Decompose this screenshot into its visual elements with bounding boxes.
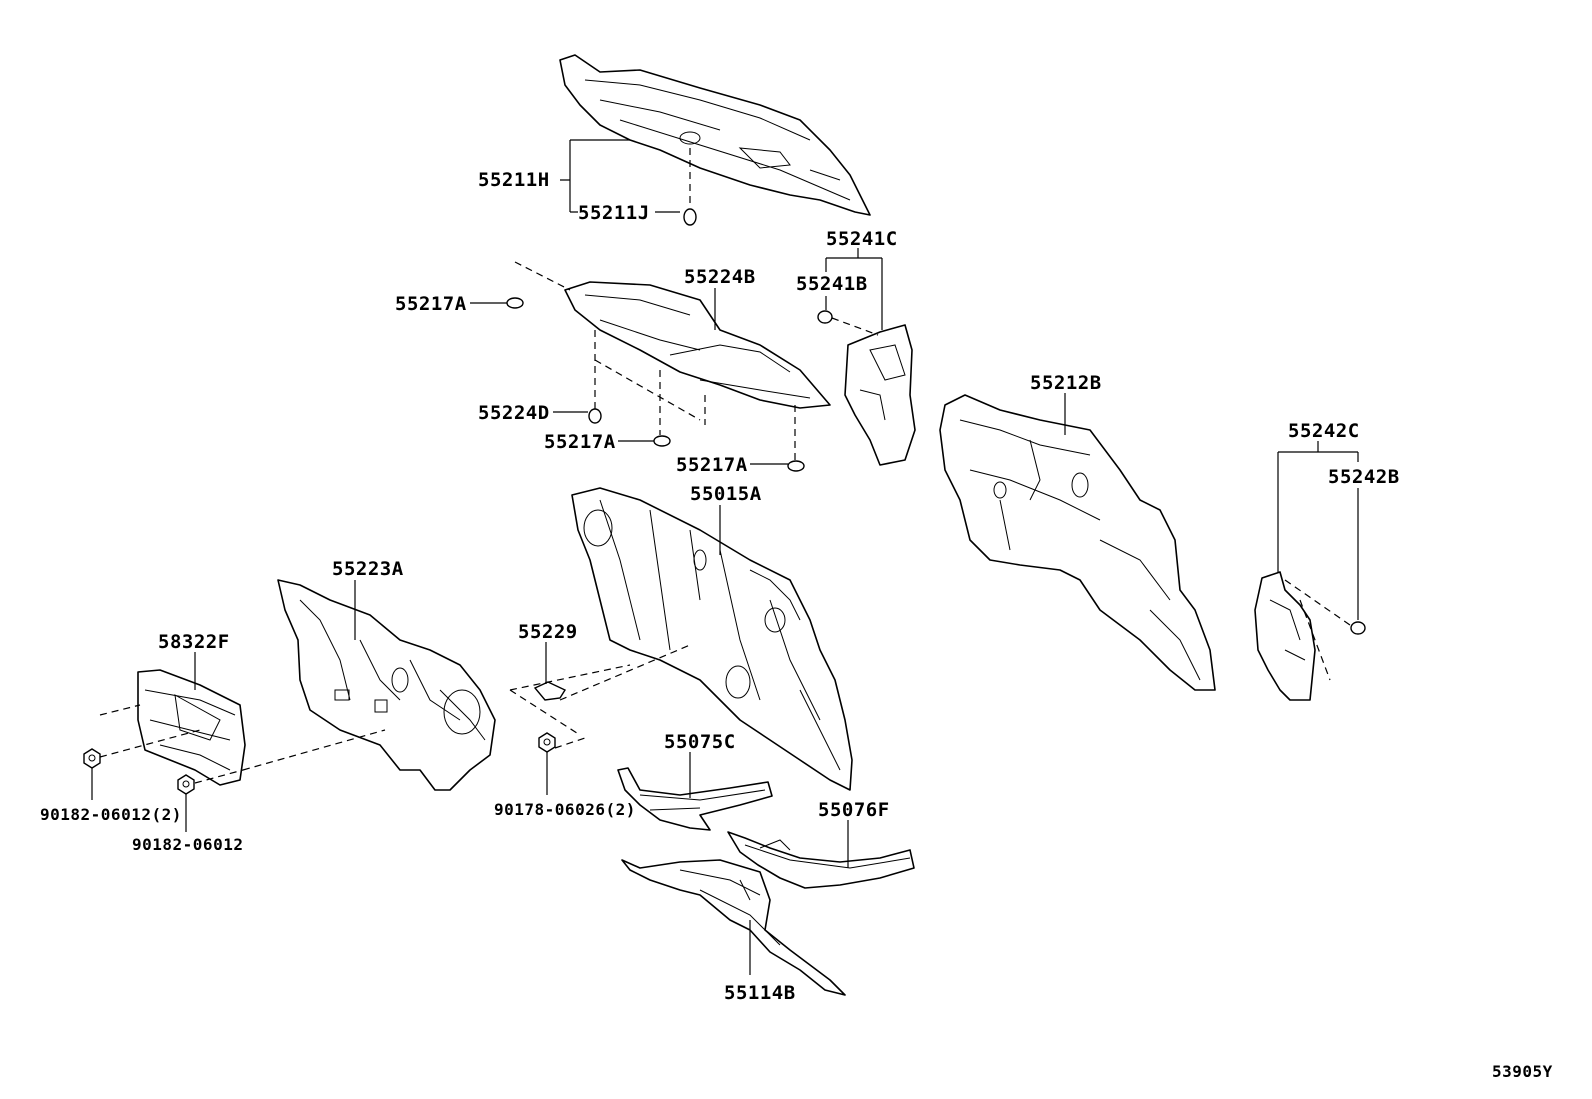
label-55212B[interactable]: 55212B: [1030, 372, 1102, 394]
label-55224D[interactable]: 55224D: [478, 402, 550, 424]
part-55242B-clip[interactable]: [1284, 579, 1366, 681]
part-55229-bracket[interactable]: [533, 642, 567, 701]
part-55217A-clip-1[interactable]: [470, 297, 524, 309]
label-55217A-3[interactable]: 55217A: [676, 454, 748, 476]
part-90178-06026-nut[interactable]: [538, 732, 556, 795]
label-55242B[interactable]: 55242B: [1328, 466, 1400, 488]
part-55223A-insulator[interactable]: [277, 579, 496, 791]
part-55211H-panel[interactable]: [559, 54, 871, 216]
label-55242C[interactable]: 55242C: [1288, 420, 1360, 442]
leader-55242: [1277, 441, 1359, 620]
part-55114B-bracket[interactable]: [621, 859, 846, 996]
label-58322F[interactable]: 58322F: [158, 631, 230, 653]
label-55224B[interactable]: 55224B: [684, 266, 756, 288]
part-55075C-reinforcement[interactable]: [617, 767, 773, 831]
label-55076F[interactable]: 55076F: [818, 799, 890, 821]
part-55241B-clip[interactable]: [817, 310, 879, 336]
leader-55241: [825, 248, 883, 330]
label-55241C[interactable]: 55241C: [826, 228, 898, 250]
part-55212B-insulator[interactable]: [939, 394, 1216, 691]
part-58322F-panel[interactable]: [137, 669, 246, 786]
label-55223A[interactable]: 55223A: [332, 558, 404, 580]
part-55242C-bracket[interactable]: [1254, 571, 1316, 701]
dashed-guides-58322F: [99, 704, 386, 784]
label-90178-06026-2[interactable]: 90178-06026(2): [494, 800, 636, 819]
part-55224D-clip[interactable]: [553, 408, 602, 424]
label-55211J[interactable]: 55211J: [578, 202, 650, 224]
part-90182-06012-nut[interactable]: [177, 774, 195, 832]
label-55217A-1[interactable]: 55217A: [395, 293, 467, 315]
label-55229[interactable]: 55229: [518, 621, 578, 643]
label-55015A[interactable]: 55015A: [690, 483, 762, 505]
part-90182-06012-nut-2[interactable]: [83, 748, 101, 800]
part-55076F-reinforcement[interactable]: [727, 831, 915, 889]
label-90182-06012-2[interactable]: 90182-06012(2): [40, 805, 182, 824]
label-55217A-2[interactable]: 55217A: [544, 431, 616, 453]
part-55217A-clip-2[interactable]: [618, 435, 671, 447]
dashed-guides-55229: [509, 644, 691, 749]
label-55211H[interactable]: 55211H: [478, 169, 550, 191]
part-55015A-dash-panel[interactable]: [571, 487, 853, 791]
dashed-guides-55224B: [514, 261, 796, 462]
diagram-id: 53905Y: [1492, 1062, 1553, 1081]
label-55241B[interactable]: 55241B: [796, 273, 868, 295]
label-90182-06012[interactable]: 90182-06012: [132, 835, 243, 854]
leader-55211: [560, 139, 680, 213]
label-55075C[interactable]: 55075C: [664, 731, 736, 753]
part-55241C-bracket[interactable]: [844, 324, 916, 466]
part-55224B-panel[interactable]: [564, 281, 831, 409]
label-55114B[interactable]: 55114B: [724, 982, 796, 1004]
part-55211J-clip[interactable]: [683, 148, 697, 226]
part-55217A-clip-3[interactable]: [750, 460, 805, 472]
